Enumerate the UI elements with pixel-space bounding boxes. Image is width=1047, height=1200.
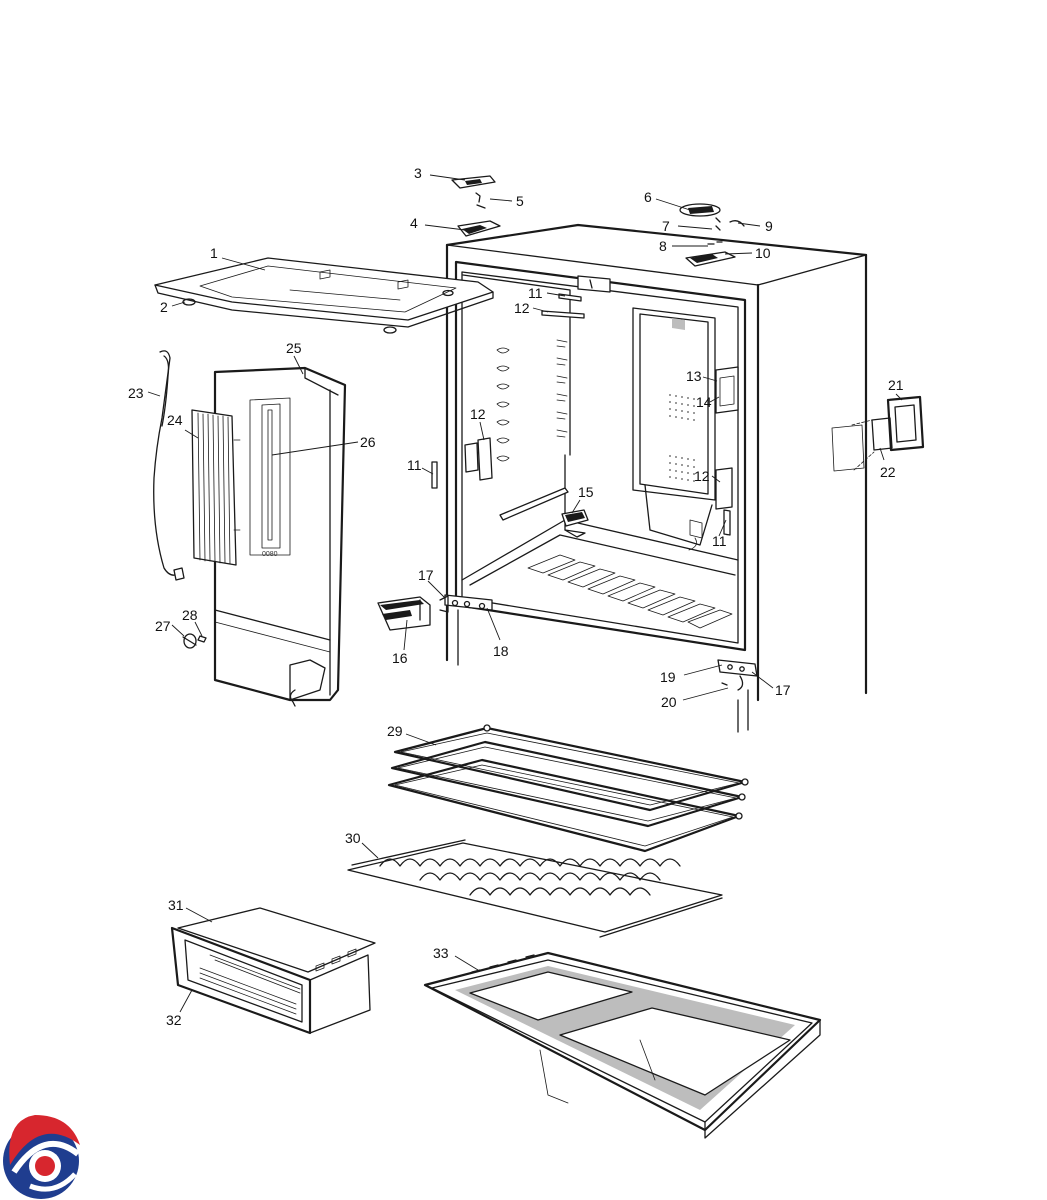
brand-logo-icon [3, 1115, 80, 1199]
callout-32: 32 [166, 1012, 182, 1028]
callout-26: 26 [360, 434, 376, 450]
callout-13: 13 [686, 368, 702, 384]
callout-12-right: 12 [694, 468, 710, 484]
crisper-cover [423, 951, 822, 1139]
crisper-drawer [170, 907, 376, 1035]
callout-11-top: 11 [528, 285, 543, 301]
callout-labels: 1 2 3 4 5 6 7 8 9 10 11 12 11 12 12 11 1… [128, 165, 904, 1028]
callout-25: 25 [286, 340, 302, 356]
callout-14: 14 [696, 394, 712, 410]
top-hinge-right [679, 203, 745, 267]
top-hinge-left [451, 175, 501, 237]
callout-9: 9 [765, 218, 773, 234]
callout-28: 28 [182, 607, 198, 623]
callout-5: 5 [516, 193, 524, 209]
air-filter [191, 409, 241, 566]
callout-33: 33 [433, 945, 449, 961]
wire-harness [153, 350, 185, 581]
callout-10: 10 [755, 245, 771, 261]
callout-6: 6 [644, 189, 652, 205]
callout-30: 30 [345, 830, 361, 846]
callout-11-right: 11 [712, 533, 727, 549]
callout-20: 20 [661, 694, 677, 710]
callout-27: 27 [155, 618, 171, 634]
grille-dots [669, 394, 695, 482]
callout-17-left: 17 [418, 567, 434, 583]
glass-shelves [387, 724, 749, 853]
wine-rack [347, 839, 723, 938]
callout-22: 22 [880, 464, 896, 480]
callout-24: 24 [167, 412, 183, 428]
callout-29: 29 [387, 723, 403, 739]
callout-12-top: 12 [514, 300, 530, 316]
callout-12-left: 12 [470, 406, 486, 422]
callout-19: 19 [660, 669, 676, 685]
callout-8: 8 [659, 238, 667, 254]
callout-11-left: 11 [407, 457, 422, 473]
callout-18: 18 [493, 643, 509, 659]
callout-17-right: 17 [775, 682, 791, 698]
damper-assembly [377, 596, 431, 631]
callout-4: 4 [410, 215, 418, 231]
callout-21: 21 [888, 377, 904, 393]
sensor-fitting [182, 633, 207, 649]
callout-15: 15 [578, 484, 594, 500]
callout-23: 23 [128, 385, 144, 401]
door-trim-piece [851, 395, 925, 471]
panel-code-label: 0080 [262, 551, 278, 558]
callout-3: 3 [414, 165, 422, 181]
callout-2: 2 [160, 299, 168, 315]
callout-31: 31 [168, 897, 184, 913]
leader-lines [147, 174, 903, 1013]
rear-evaporator-panel: 0080 [213, 366, 347, 707]
callout-1: 1 [210, 245, 218, 261]
top-cover-panel [154, 257, 494, 334]
callout-7: 7 [662, 218, 670, 234]
callout-16: 16 [392, 650, 408, 666]
